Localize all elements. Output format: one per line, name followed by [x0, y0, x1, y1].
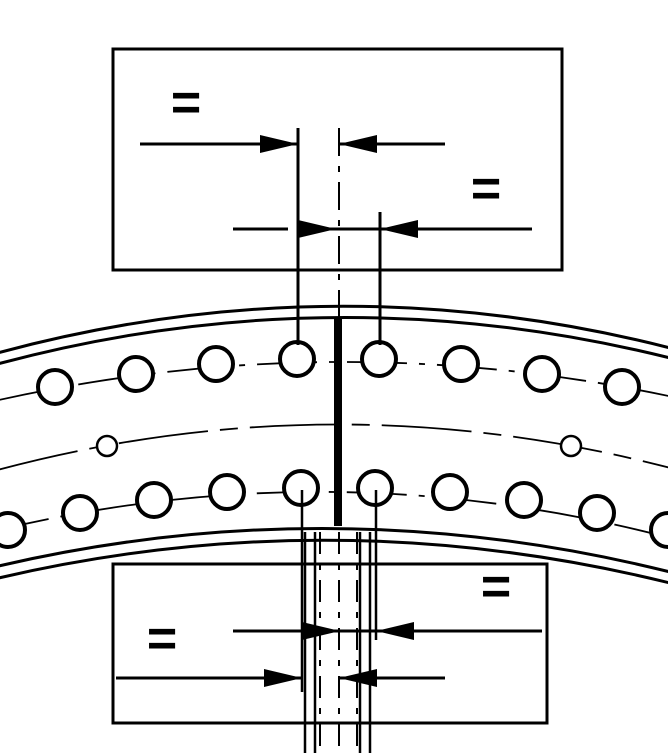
- arrow-right-icon: [298, 220, 336, 238]
- arrow-left-icon: [339, 135, 377, 153]
- hole: [649, 511, 668, 549]
- hole: [278, 340, 316, 378]
- inner-hole-row: [0, 469, 668, 549]
- upper-detail-box: [111, 47, 564, 272]
- arrow-right-icon: [302, 622, 340, 640]
- hole: [117, 355, 155, 393]
- outer-hole-row: [36, 340, 641, 406]
- lower-dimension-2: [116, 669, 445, 687]
- ring-inner-edge: [0, 526, 668, 585]
- arrow-right-icon: [264, 669, 302, 687]
- lower-dimension-1: [233, 622, 542, 640]
- hole: [523, 355, 561, 393]
- hole: [135, 481, 173, 519]
- arrow-right-icon: [260, 135, 298, 153]
- small-hole: [559, 434, 583, 458]
- hole: [208, 473, 246, 511]
- arrow-left-icon: [380, 220, 418, 238]
- lower-left-symbol: =: [147, 610, 177, 668]
- upper-dimension-2: [233, 220, 532, 238]
- middle-small-holes: [95, 434, 583, 458]
- lower-center-dashes: [319, 532, 358, 753]
- arrow-left-icon: [339, 669, 377, 687]
- hole: [505, 481, 543, 519]
- hole: [36, 368, 74, 406]
- upper-right-symbol: =: [471, 160, 501, 218]
- ring-outer-edge: [0, 304, 668, 365]
- lower-extension-lines: [300, 490, 378, 753]
- hole: [61, 494, 99, 532]
- hole: [578, 494, 616, 532]
- hole: [431, 473, 469, 511]
- upper-dimension-1: [140, 135, 445, 153]
- arrow-left-icon: [376, 622, 414, 640]
- small-hole: [95, 434, 119, 458]
- split-joint-bar: [334, 318, 342, 526]
- hole: [442, 345, 480, 383]
- hole: [0, 511, 27, 549]
- lower-right-symbol: =: [481, 558, 511, 616]
- hole: [197, 345, 235, 383]
- lower-detail-box: [111, 562, 549, 725]
- hole: [360, 340, 398, 378]
- hole: [603, 368, 641, 406]
- upper-left-symbol: =: [171, 74, 201, 132]
